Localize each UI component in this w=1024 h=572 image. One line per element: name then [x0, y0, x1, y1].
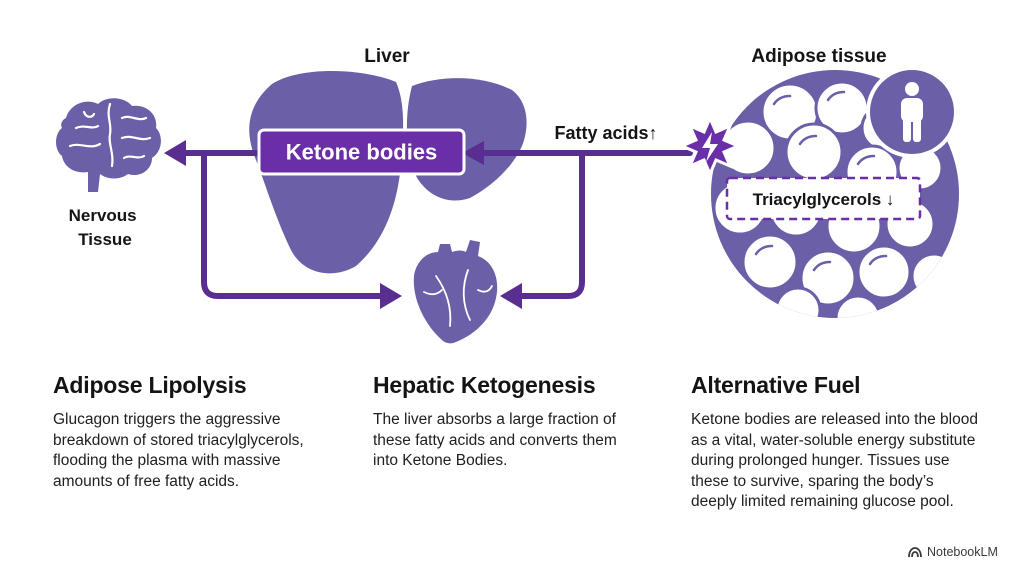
notebooklm-logo-icon — [908, 547, 922, 558]
section-hepatic-ketogenesis: Hepatic Ketogenesis The liver absorbs a … — [373, 372, 643, 472]
burst-icon — [678, 114, 742, 178]
section-title: Alternative Fuel — [691, 372, 861, 398]
arrowhead-to-heart-left — [380, 283, 402, 309]
section-alternative-fuel: Alternative Fuel Ketone bodies are relea… — [691, 372, 981, 513]
section-title: Hepatic Ketogenesis — [373, 372, 596, 398]
arrowhead-to-liver — [462, 141, 484, 165]
triacylglycerols-box: Triacylglycerols ↓ — [725, 176, 922, 221]
liver-to-heart-line — [201, 150, 389, 299]
adipose-tissue-label: Adipose tissue — [751, 46, 886, 67]
ketogenesis-diagram: Ketone bodies Liver Fatty acids↑ Nervous… — [56, 46, 959, 344]
brain-icon — [56, 98, 161, 192]
arrowhead-to-brain — [164, 140, 186, 166]
section-body: Ketone bodies are released into the bloo… — [691, 411, 978, 510]
brand-label: NotebookLM — [927, 545, 998, 559]
notebooklm-watermark: NotebookLM — [907, 545, 998, 559]
person-icon — [866, 66, 958, 158]
nervous-label-line2: Tissue — [78, 230, 132, 249]
section-adipose-lipolysis: Adipose Lipolysis Glucagon triggers the … — [53, 372, 325, 492]
fatty-acids-label: Fatty acids↑ — [554, 123, 657, 143]
section-title: Adipose Lipolysis — [53, 372, 247, 398]
section-body: Glucagon triggers the aggressive breakdo… — [53, 411, 304, 490]
triacylglycerols-label: Triacylglycerols ↓ — [753, 190, 895, 209]
ketone-bodies-label: Ketone bodies — [286, 140, 438, 165]
fatty-acids-to-heart-line — [513, 150, 585, 299]
section-body: The liver absorbs a large fraction of th… — [373, 411, 617, 469]
liver-label: Liver — [364, 46, 410, 67]
nervous-label-line1: Nervous — [69, 206, 137, 225]
arrowhead-to-heart-right — [500, 283, 522, 309]
nervous-tissue-label: Nervous Tissue — [69, 206, 142, 249]
ketone-bodies-box: Ketone bodies — [257, 128, 466, 176]
heart-icon — [413, 240, 498, 344]
